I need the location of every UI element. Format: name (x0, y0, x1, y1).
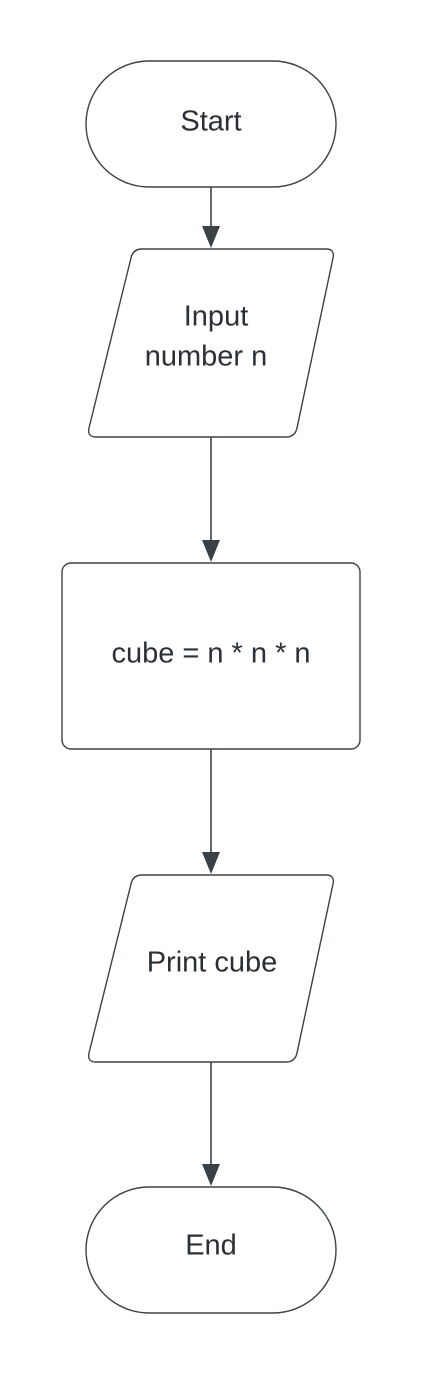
node-output: Print cube (87, 874, 335, 1063)
node-compute: cube = n * n * n (61, 562, 361, 750)
arrowhead-icon (202, 1164, 220, 1186)
node-input: Input number n (87, 248, 335, 438)
node-start-label: Start (180, 106, 241, 138)
connector-start-input (202, 187, 220, 248)
arrowhead-icon (202, 852, 220, 874)
data-shape (87, 248, 335, 438)
arrowhead-icon (202, 540, 220, 562)
terminator-shape (85, 60, 337, 188)
connector-compute-output (202, 749, 220, 874)
node-input-label-line-2: number n (145, 341, 268, 373)
node-end: End (85, 1186, 337, 1314)
terminator-shape (85, 1186, 337, 1314)
node-compute-label: cube = n * n * n (111, 638, 310, 670)
node-start: Start (85, 60, 337, 188)
connector-input-compute (202, 437, 220, 562)
process-shape (61, 562, 361, 750)
arrowhead-icon (202, 226, 220, 248)
data-shape (87, 874, 335, 1063)
node-end-label: End (185, 1230, 237, 1262)
node-input-label-line-1: Input (184, 301, 249, 333)
node-output-label: Print cube (147, 947, 278, 979)
connector-output-end (202, 1062, 220, 1186)
